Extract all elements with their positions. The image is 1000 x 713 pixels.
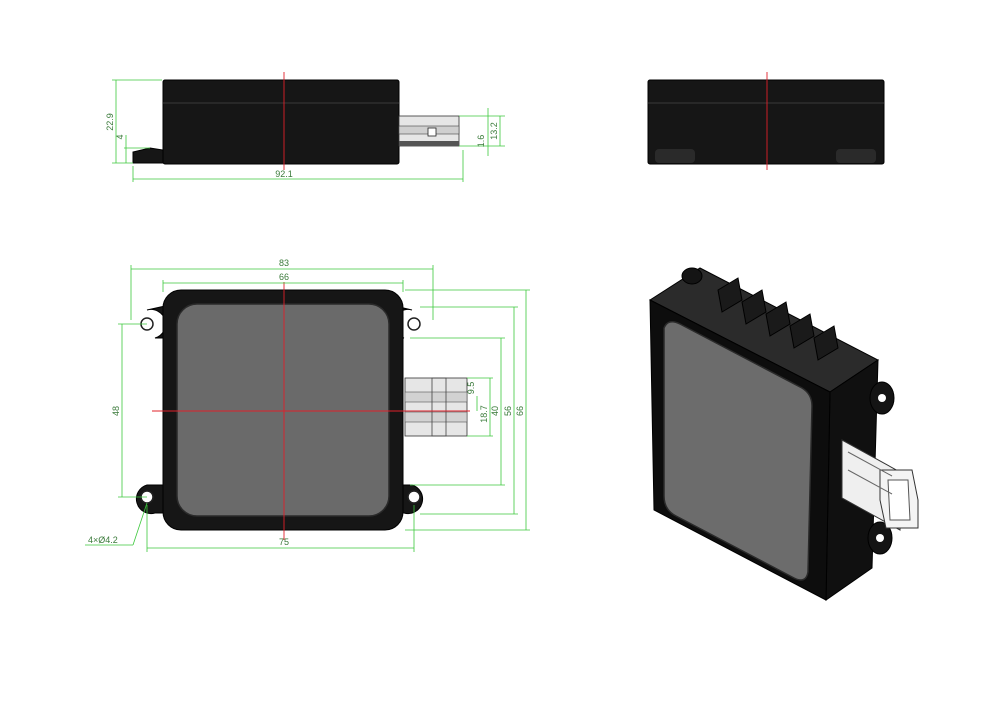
mount-hole-icon bbox=[407, 317, 421, 331]
front-connector bbox=[404, 377, 468, 437]
dim-hole-spacing-x: 75 bbox=[279, 537, 289, 547]
end-view bbox=[647, 72, 885, 170]
dim-holes: 4×Ø4.2 bbox=[88, 535, 118, 545]
mount-hole-icon bbox=[407, 490, 421, 504]
side-connector-base bbox=[399, 141, 459, 146]
dim-flange: 4 bbox=[115, 134, 125, 139]
end-housing bbox=[647, 79, 885, 165]
mount-hole-icon bbox=[876, 534, 884, 542]
front-view: 83 66 75 48 4×Ø4.2 9.5 18.7 40 bbox=[85, 258, 530, 552]
iso-connector-rib bbox=[847, 469, 893, 495]
side-view: 22.9 4 92.1 1.6 13.2 bbox=[105, 72, 505, 182]
dim-pin-offset: 1.6 bbox=[476, 135, 486, 148]
front-connector-slot bbox=[404, 411, 468, 423]
mount-hole-icon bbox=[878, 394, 886, 402]
dim-d1: 9.5 bbox=[466, 382, 476, 395]
iso-connector-rib bbox=[847, 451, 893, 477]
iso-lens bbox=[663, 321, 813, 581]
side-connector-latch bbox=[427, 127, 437, 137]
dim-connector-height: 13.2 bbox=[489, 122, 499, 140]
dim-hole-spacing-y: 48 bbox=[111, 406, 121, 416]
end-foot-left bbox=[655, 149, 695, 163]
dim-d3: 40 bbox=[490, 406, 500, 416]
dim-width-outer: 83 bbox=[279, 258, 289, 268]
end-foot-right bbox=[836, 149, 876, 163]
iso-fins bbox=[717, 277, 839, 361]
front-connector-slot bbox=[404, 391, 468, 403]
dim-d4: 56 bbox=[503, 406, 513, 416]
iso-connector-opening bbox=[887, 479, 911, 521]
side-flange bbox=[132, 147, 164, 164]
leader-line bbox=[132, 502, 148, 546]
dim-width-lens: 66 bbox=[279, 272, 289, 282]
front-connector-latch bbox=[431, 377, 447, 437]
front-lens bbox=[176, 303, 390, 517]
dim-height-total: 22.9 bbox=[105, 113, 115, 131]
isometric-view bbox=[648, 267, 919, 601]
dim-width: 92.1 bbox=[275, 169, 293, 179]
dim-d2: 18.7 bbox=[479, 405, 489, 423]
dim-d5: 66 bbox=[515, 406, 525, 416]
side-housing bbox=[162, 79, 400, 165]
iso-ear bbox=[681, 267, 703, 285]
